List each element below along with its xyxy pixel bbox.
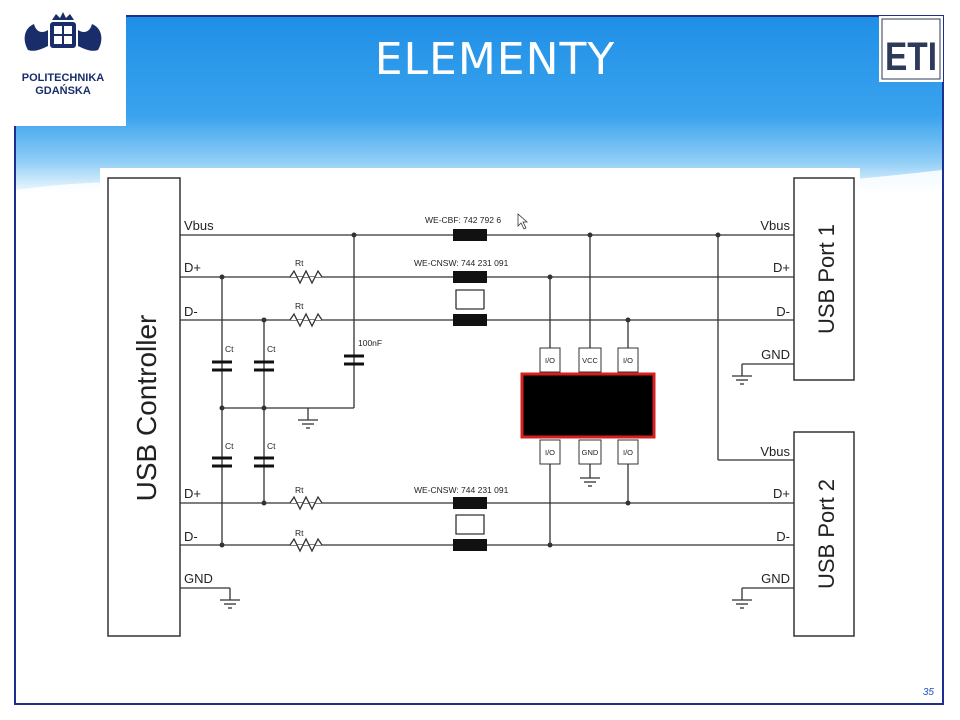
port1-gnd-label: GND: [761, 347, 790, 362]
rt-label-1: Rt: [295, 258, 304, 268]
port2-dminus-label: D-: [776, 529, 790, 544]
ground-symbols: [220, 375, 752, 609]
capacitors: [212, 354, 364, 468]
logo-line2: GDAŃSKA: [35, 85, 91, 97]
resistors: [289, 269, 323, 553]
tvs-bottom-pin-3: I/O: [623, 448, 633, 457]
ct-label-2: Ct: [267, 344, 276, 354]
rt-label-3: Rt: [295, 485, 304, 495]
usb-protection-schematic: USB Controller USB Port 1 USB Port 2: [100, 168, 860, 642]
eti-logo-text: ETI: [885, 35, 937, 79]
header-band: [16, 17, 942, 197]
logo-line1: POLITECHNIKA: [21, 72, 105, 84]
usb-controller-block: [107, 177, 181, 637]
usb-port2-label: USB Port 2: [814, 479, 839, 589]
university-logo: POLITECHNIKA GDAŃSKA: [0, 0, 126, 126]
tvs-bottom-pin-1: I/O: [545, 448, 555, 457]
left-dminus2-label: D-: [184, 529, 198, 544]
cap-label: 100nF: [358, 338, 382, 348]
left-dminus1-label: D-: [184, 304, 198, 319]
tvs-ic: [520, 347, 656, 465]
tvs-top-pin-2: VCC: [582, 356, 598, 365]
rt-label-2: Rt: [295, 301, 304, 311]
choke2-label: WE-CNSW: 744 231 091: [414, 485, 509, 495]
tvs-bottom-pin-2: GND: [582, 448, 599, 457]
port2-dplus-label: D+: [773, 486, 790, 501]
usb-port2-block: [793, 431, 855, 637]
left-dplus2-label: D+: [184, 486, 201, 501]
tvs-top-pin-1: I/O: [545, 356, 555, 365]
crest-icon: [24, 12, 102, 51]
usb-port1-block: [793, 177, 855, 381]
junction-dots: [219, 232, 721, 548]
page-number: 35: [922, 687, 934, 698]
eti-logo-icon: ETI: [881, 18, 941, 80]
ferrite-label: WE-CBF: 742 792 6: [425, 215, 501, 225]
port2-vbus-label: Vbus: [760, 444, 790, 459]
port2-gnd-label: GND: [761, 571, 790, 586]
ct-label-4: Ct: [267, 441, 276, 451]
mouse-cursor-icon: [517, 213, 529, 230]
usb-port1-label: USB Port 1: [814, 224, 839, 334]
ct-label-3: Ct: [225, 441, 234, 451]
ct-label-1: Ct: [225, 344, 234, 354]
port1-dplus-label: D+: [773, 260, 790, 275]
left-dplus1-label: D+: [184, 260, 201, 275]
choke1-label: WE-CNSW: 744 231 091: [414, 258, 509, 268]
rt-label-4: Rt: [295, 528, 304, 538]
slide-title: ELEMENTY: [374, 34, 616, 85]
port1-dminus-label: D-: [776, 304, 790, 319]
faculty-logo: ETI: [879, 16, 943, 82]
tvs-top-pin-3: I/O: [623, 356, 633, 365]
left-vbus-label: Vbus: [184, 218, 214, 233]
ferrite-and-chokes: [453, 229, 487, 551]
usb-controller-label: USB Controller: [131, 315, 162, 502]
left-gnd-label: GND: [184, 571, 213, 586]
tvs-ic-body: [520, 372, 656, 439]
port1-vbus-label: Vbus: [760, 218, 790, 233]
